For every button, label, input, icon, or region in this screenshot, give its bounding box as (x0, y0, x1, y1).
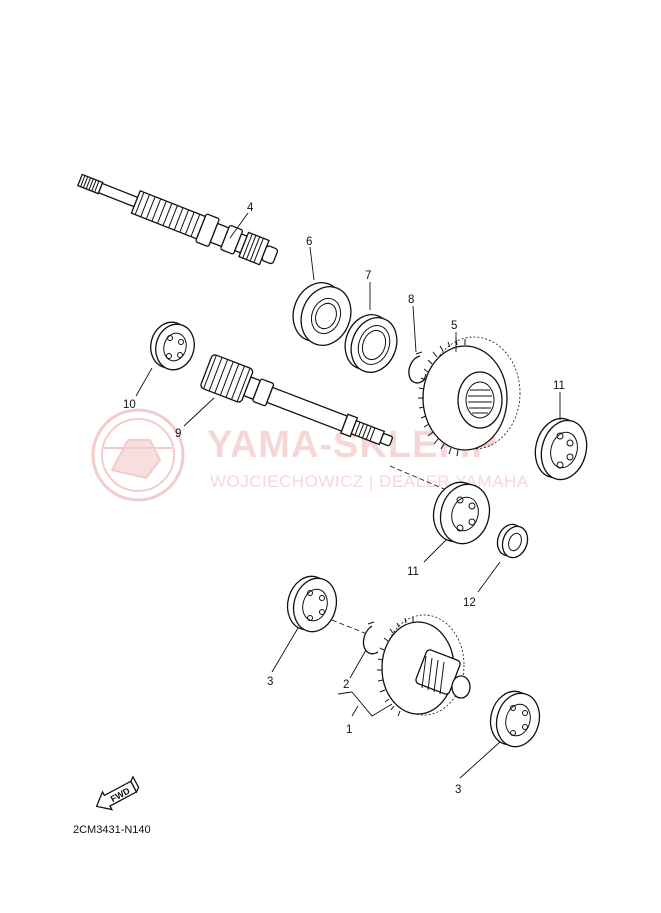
circlip-8 (408, 351, 427, 384)
callout-9: 9 (175, 428, 181, 440)
watermark-subtitle: WOJCIECHOWICZ | DEALER YAMAHA (210, 472, 529, 491)
callout-labels: 4 6 7 8 5 11 10 9 11 12 3 2 1 3 (123, 202, 565, 796)
callout-1: 1 (346, 724, 352, 736)
bearing-6 (292, 282, 352, 346)
bearing-3-lower (489, 690, 541, 748)
secondary-shaft-9 (200, 354, 393, 447)
callout-12: 12 (463, 597, 476, 609)
bearing-11-upper (534, 417, 588, 481)
callout-4: 4 (247, 202, 254, 214)
gear-5 (418, 336, 521, 457)
callout-7: 7 (365, 270, 371, 282)
callout-8: 8 (408, 294, 414, 306)
circlip-2 (362, 621, 379, 655)
fwd-arrow-icon: FWD (95, 775, 140, 811)
bearing-3-upper (286, 575, 338, 633)
callout-2: 2 (343, 679, 349, 691)
callout-3-lower: 3 (455, 784, 461, 796)
oil-seal-12 (496, 523, 529, 559)
callout-11-lower: 11 (407, 566, 419, 578)
bearing-10 (150, 321, 195, 371)
gear-assembly-1 (377, 614, 471, 717)
oil-seal-7 (344, 314, 398, 373)
diagram-code: 2CM3431-N140 (73, 824, 151, 836)
watermark-logo (91, 408, 185, 502)
main-shaft (76, 173, 279, 266)
bearing-11-lower (432, 481, 491, 545)
callout-11-upper: 11 (553, 380, 565, 392)
callout-3-upper: 3 (267, 676, 273, 688)
callout-5: 5 (451, 320, 457, 332)
callout-10: 10 (123, 399, 136, 411)
leader-lines (135, 212, 561, 779)
callout-6: 6 (306, 236, 312, 248)
